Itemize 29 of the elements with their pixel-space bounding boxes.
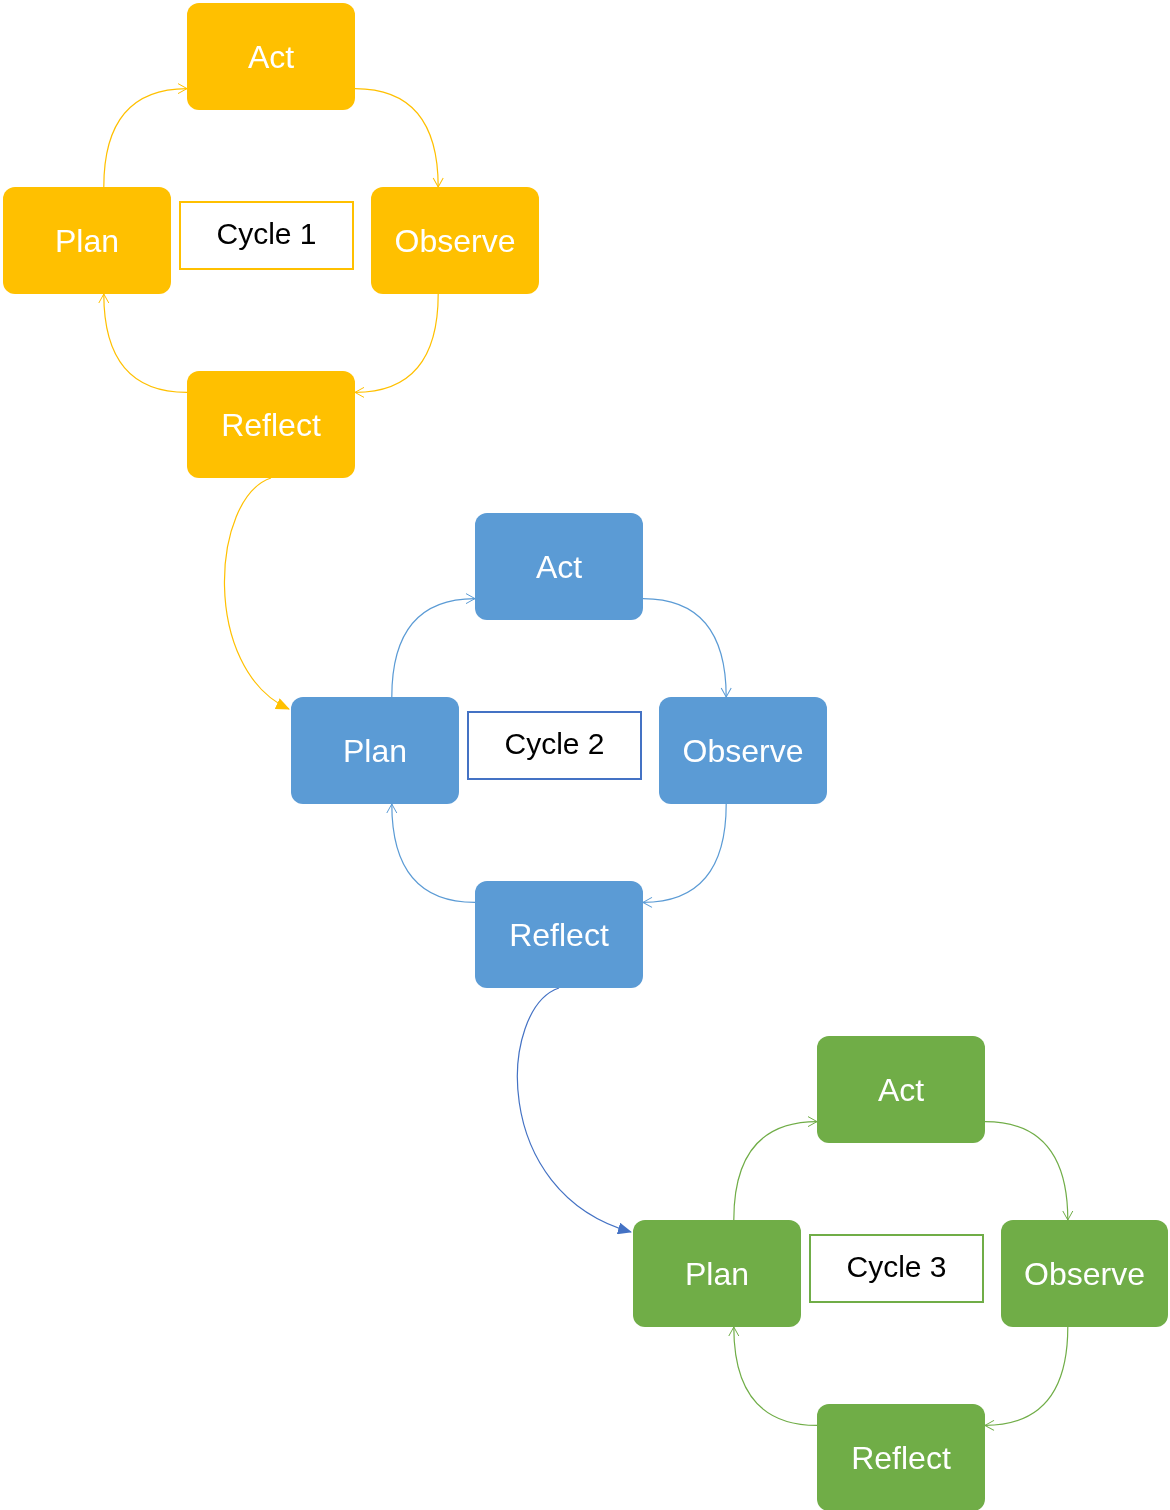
step-box: Act	[187, 3, 355, 110]
cycle-label-box: Cycle 2	[467, 711, 642, 780]
arrow	[642, 803, 727, 908]
curved-arrow	[223, 477, 290, 710]
arrow	[984, 1326, 1069, 1431]
arrow	[391, 593, 476, 698]
step-box: Reflect	[817, 1404, 985, 1510]
step-box: Plan	[3, 187, 171, 294]
arrow	[354, 88, 444, 188]
arrow	[386, 803, 476, 903]
arrow	[103, 83, 188, 188]
step-box: Reflect	[475, 881, 643, 988]
step-box: Reflect	[187, 371, 355, 478]
arrow	[733, 1116, 818, 1221]
step-box: Plan	[633, 1220, 801, 1327]
step-box: Observe	[371, 187, 539, 294]
arrow	[642, 598, 732, 698]
step-box: Observe	[1001, 1220, 1168, 1327]
arrow	[728, 1326, 818, 1426]
step-box: Act	[817, 1036, 985, 1143]
step-box: Act	[475, 513, 643, 620]
arrow	[98, 293, 188, 393]
curved-arrow	[516, 987, 632, 1233]
cycle-label-box: Cycle 1	[179, 201, 354, 270]
arrow	[354, 293, 439, 398]
cycle-label-box: Cycle 3	[809, 1234, 984, 1303]
arrow	[984, 1121, 1073, 1221]
step-box: Observe	[659, 697, 827, 804]
step-box: Plan	[291, 697, 459, 804]
